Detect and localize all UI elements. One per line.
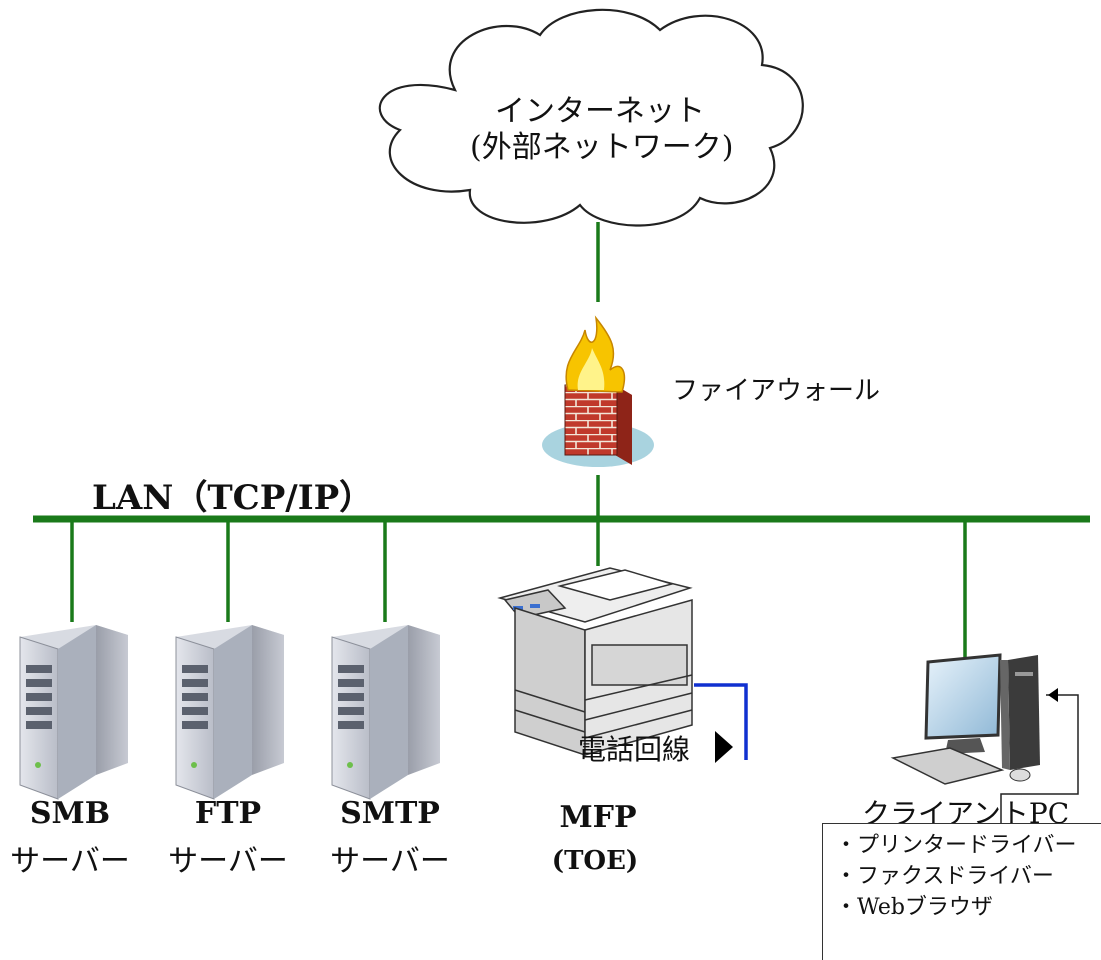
client-software-connector <box>1000 694 1079 823</box>
internet-cloud-icon <box>378 8 804 227</box>
smtp-server-name: SMTP <box>340 796 440 831</box>
ftp-server-type: サーバー <box>168 844 288 879</box>
firewall-icon <box>542 315 654 467</box>
smb-server-icon <box>19 625 128 800</box>
software-fax-driver: ・ファクスドライバー <box>835 864 1054 889</box>
cloud-label-line1: インターネット <box>495 94 705 129</box>
mfp-printer-icon <box>497 567 693 757</box>
phone-line <box>694 683 748 760</box>
smb-server-type: サーバー <box>10 844 130 879</box>
phone-line-label: 電話回線 <box>578 733 691 766</box>
ftp-server-name: FTP <box>194 796 262 831</box>
mfp-toe-label: (TOE) <box>551 846 639 876</box>
lan-label: LAN（TCP/IP） <box>92 478 374 518</box>
mfp-name: MFP <box>559 800 637 835</box>
smtp-server-type: サーバー <box>330 844 450 879</box>
client-pc-icon <box>890 653 1040 785</box>
smb-server-name: SMB <box>29 796 111 831</box>
software-printer-driver: ・プリンタードライバー <box>835 833 1077 858</box>
client-software-list: ・プリンタードライバー ・ファクスドライバー ・Webブラウザ <box>822 823 1101 960</box>
ftp-server-icon <box>175 625 284 800</box>
client-software-arrow-icon <box>1048 688 1058 702</box>
network-lines <box>70 222 967 662</box>
software-web-browser: ・Webブラウザ <box>835 895 993 920</box>
cloud-label-line2: (外部ネットワーク) <box>470 130 734 165</box>
phone-line-arrow-icon <box>715 731 733 763</box>
smtp-server-icon <box>331 625 440 800</box>
firewall-label: ファイアウォール <box>672 376 881 406</box>
